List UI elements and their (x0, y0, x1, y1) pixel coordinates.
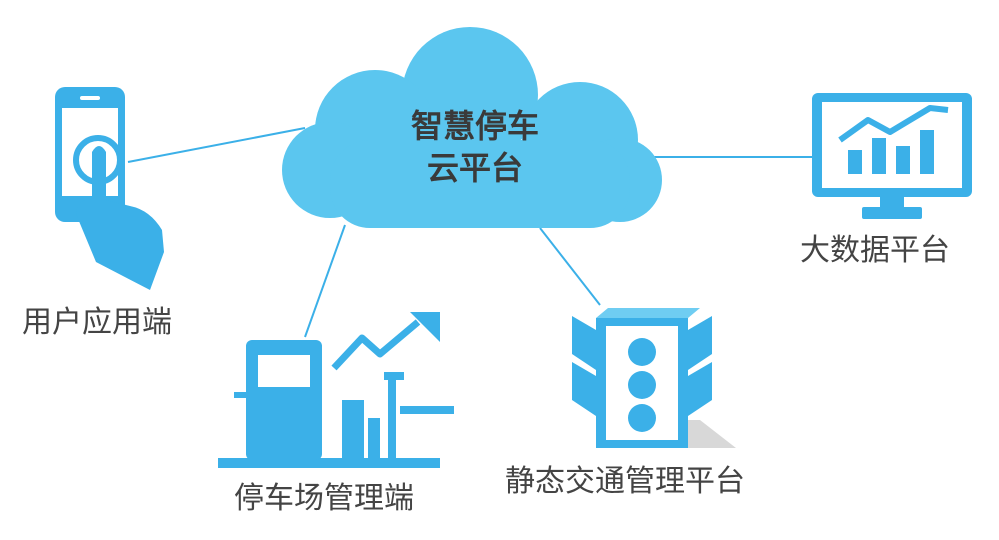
label-big-data: 大数据平台 (800, 233, 950, 268)
label-parking-lot: 停车场管理端 (234, 481, 414, 516)
cloud-shape (282, 27, 662, 228)
connector-parking-lot (304, 224, 346, 338)
cloud-title-line2: 云平台 (426, 149, 523, 187)
label-user-app: 用户应用端 (22, 305, 172, 340)
cloud-title-line1: 智慧停车 (410, 107, 539, 145)
monitor-chart-icon (812, 93, 972, 219)
traffic-light-icon (572, 308, 736, 448)
label-traffic: 静态交通管理平台 (505, 464, 745, 499)
connector-traffic (539, 227, 601, 306)
connector-user-app (127, 127, 306, 163)
smartphone-touch-icon (55, 87, 164, 290)
parking-lot-icon (218, 312, 454, 468)
connector-lines (127, 127, 812, 338)
